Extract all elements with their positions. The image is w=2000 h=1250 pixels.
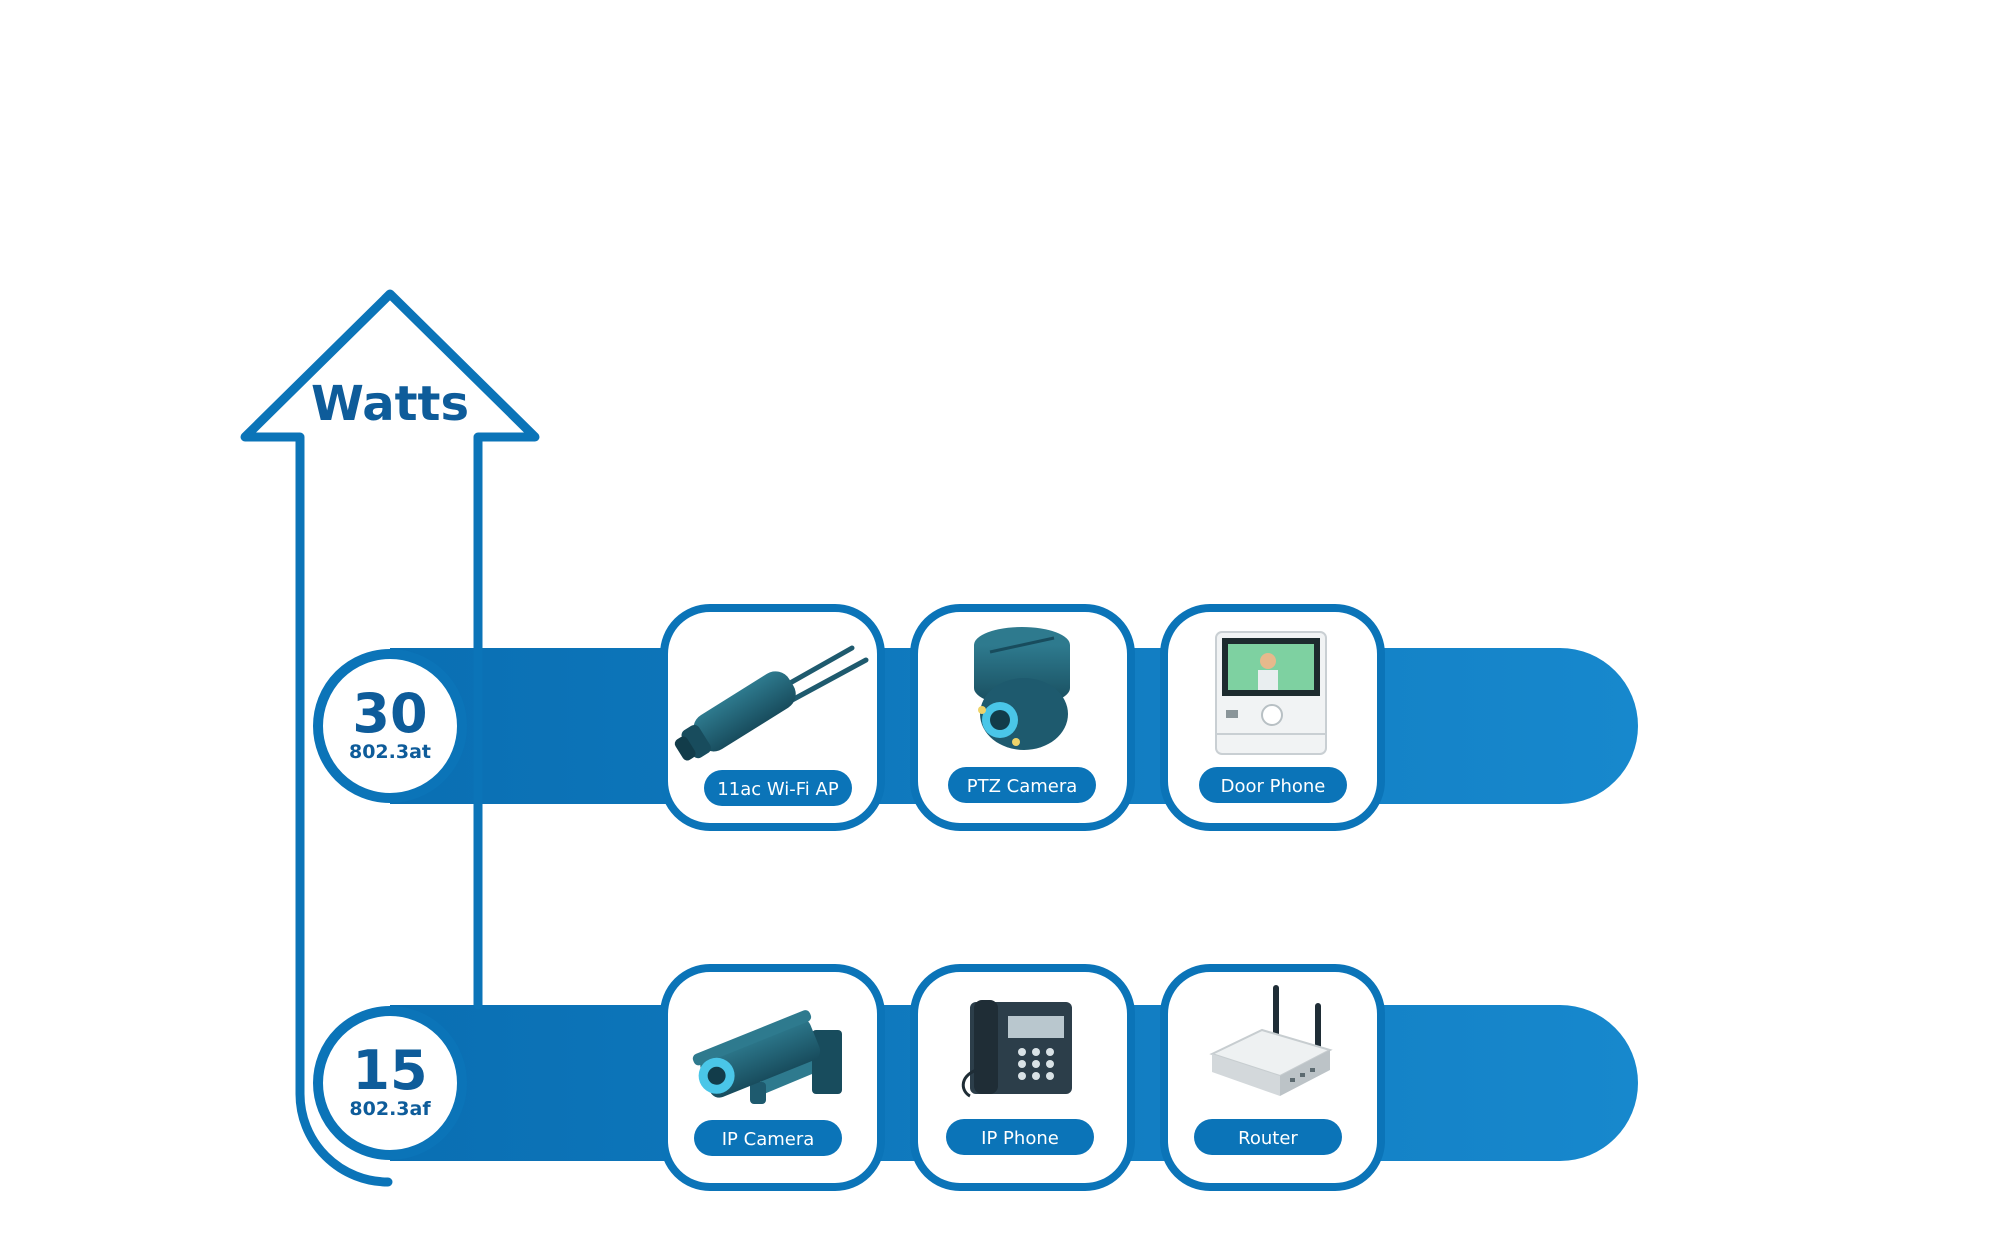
- device-label: IP Camera: [722, 1129, 815, 1150]
- device-card-ip-camera[interactable]: IP Camera: [660, 964, 885, 1191]
- device-card-door-phone[interactable]: Door Phone: [1160, 604, 1385, 831]
- device-label: PTZ Camera: [967, 776, 1078, 797]
- level-30-badge: 30 802.3at: [313, 649, 467, 803]
- ptz-camera-icon: [974, 627, 1070, 750]
- device-card-router[interactable]: Router: [1160, 964, 1385, 1191]
- ip-camera-icon: [692, 1010, 842, 1104]
- level-15-standard: 802.3af: [349, 1098, 431, 1120]
- router-icon: [1209, 985, 1333, 1096]
- device-card-ip-phone[interactable]: IP Phone: [910, 964, 1135, 1191]
- level-15-watts: 15: [352, 1039, 427, 1102]
- axis-label: Watts: [311, 376, 469, 432]
- device-card-wifi-ap[interactable]: 11ac Wi-Fi AP: [660, 604, 885, 831]
- watts-arrow: Watts: [240, 289, 540, 1187]
- level-15-badge: 15 802.3af: [313, 1006, 467, 1160]
- ip-phone-icon: [961, 1000, 1072, 1098]
- device-label: 11ac Wi-Fi AP: [717, 779, 839, 800]
- level-30-watts: 30: [352, 682, 427, 745]
- device-card-ptz-camera[interactable]: PTZ Camera: [910, 604, 1135, 831]
- door-phone-icon: [1215, 631, 1327, 755]
- device-label: Router: [1238, 1128, 1298, 1149]
- device-label: Door Phone: [1221, 776, 1326, 797]
- wifi-ap-icon: [674, 645, 869, 761]
- device-label: IP Phone: [981, 1128, 1059, 1149]
- level-30-standard: 802.3at: [349, 741, 431, 763]
